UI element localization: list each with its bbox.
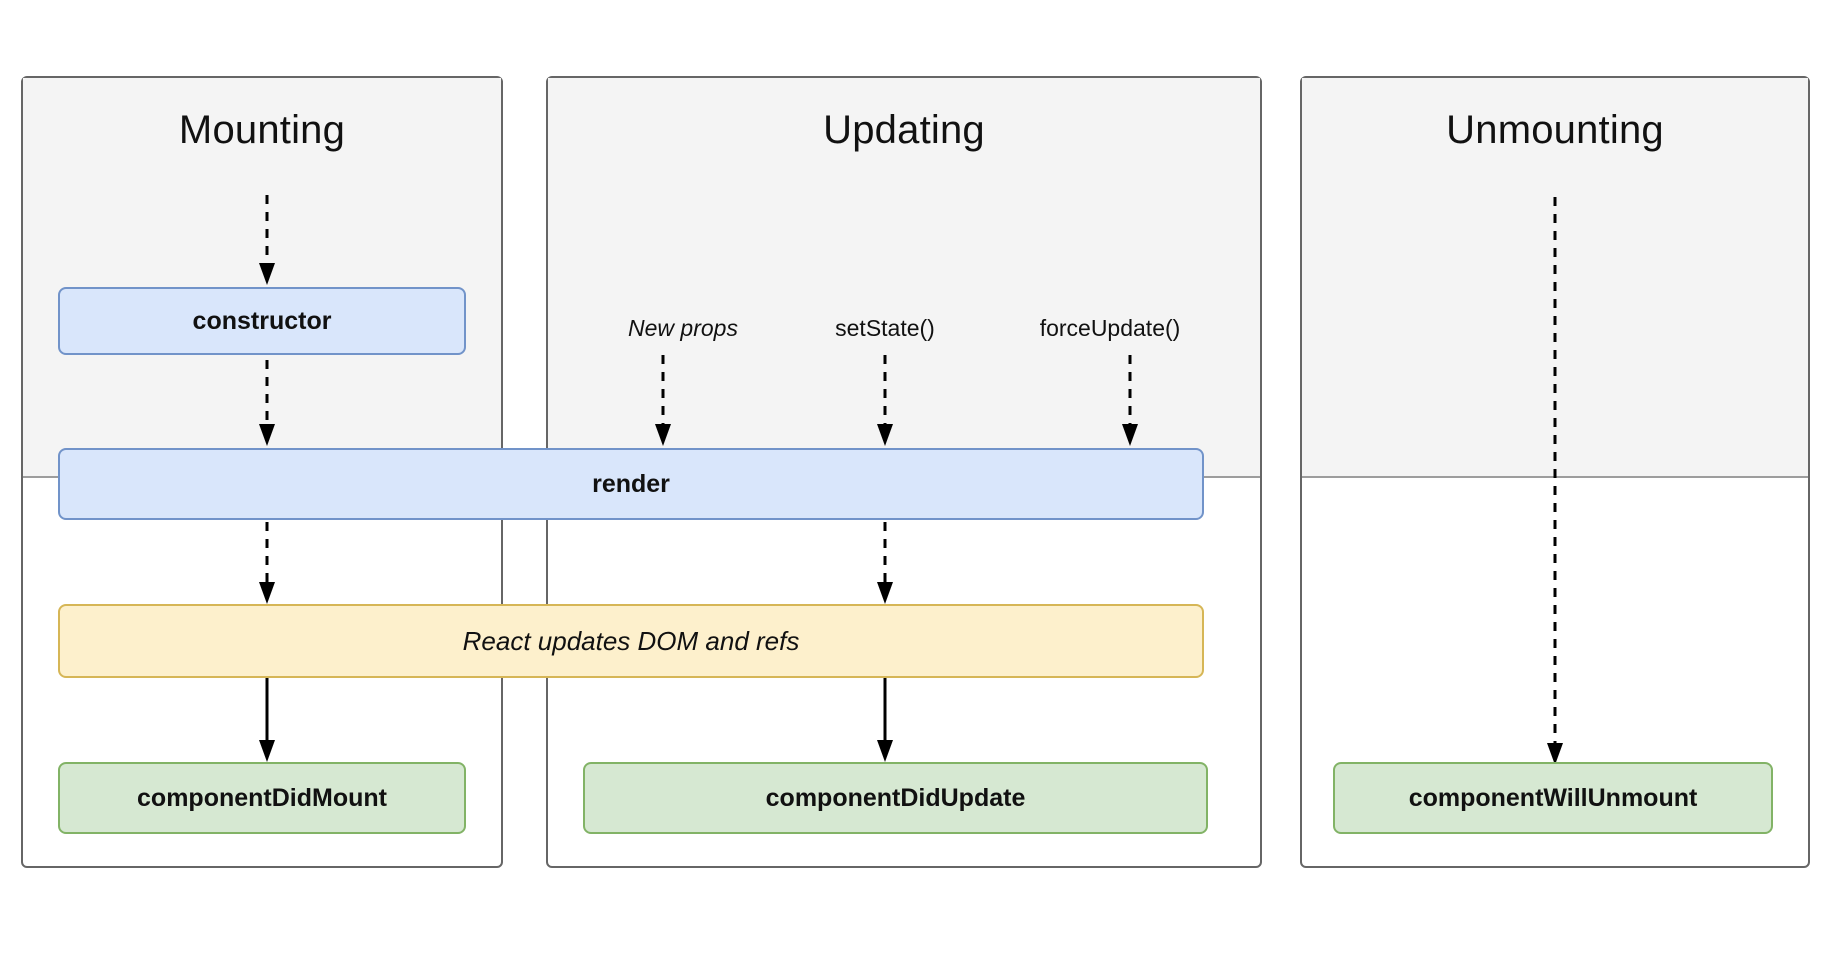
trigger-label-new-props: New props xyxy=(628,315,738,341)
trigger-label-force-update: forceUpdate() xyxy=(1039,315,1181,341)
node-constructor[interactable]: constructor xyxy=(58,287,466,355)
node-component-did-mount[interactable]: componentDidMount xyxy=(58,762,466,834)
trigger-label-set-state: setState() xyxy=(835,315,935,341)
arrow-react-updates-to-component-did-mount xyxy=(255,678,279,764)
panel-unmounting-title: Unmounting xyxy=(1446,108,1664,152)
arrow-react-updates-to-component-did-update xyxy=(873,678,897,764)
arrow-render-to-react-updates-updating xyxy=(873,522,897,606)
arrow-constructor-to-render xyxy=(255,360,279,448)
arrow-render-to-react-updates-mounting xyxy=(255,522,279,606)
arrow-set-state-to-render xyxy=(873,355,897,448)
node-component-will-unmount[interactable]: componentWillUnmount xyxy=(1333,762,1773,834)
arrow-unmounting-to-component-will-unmount xyxy=(1543,197,1567,767)
arrow-force-update-to-render xyxy=(1118,355,1142,448)
node-render[interactable]: render xyxy=(58,448,1204,520)
panel-updating-render-phase xyxy=(548,78,1260,476)
panel-mounting-render-phase xyxy=(23,78,501,476)
arrow-new-props-to-render xyxy=(651,355,675,448)
panel-mounting-title: Mounting xyxy=(178,108,346,152)
panel-unmounting xyxy=(1300,76,1810,868)
node-react-updates-dom-and-refs[interactable]: React updates DOM and refs xyxy=(58,604,1204,678)
arrow-mounting-to-constructor xyxy=(255,195,279,287)
node-component-did-update[interactable]: componentDidUpdate xyxy=(583,762,1208,834)
panel-updating-title: Updating xyxy=(823,108,985,152)
